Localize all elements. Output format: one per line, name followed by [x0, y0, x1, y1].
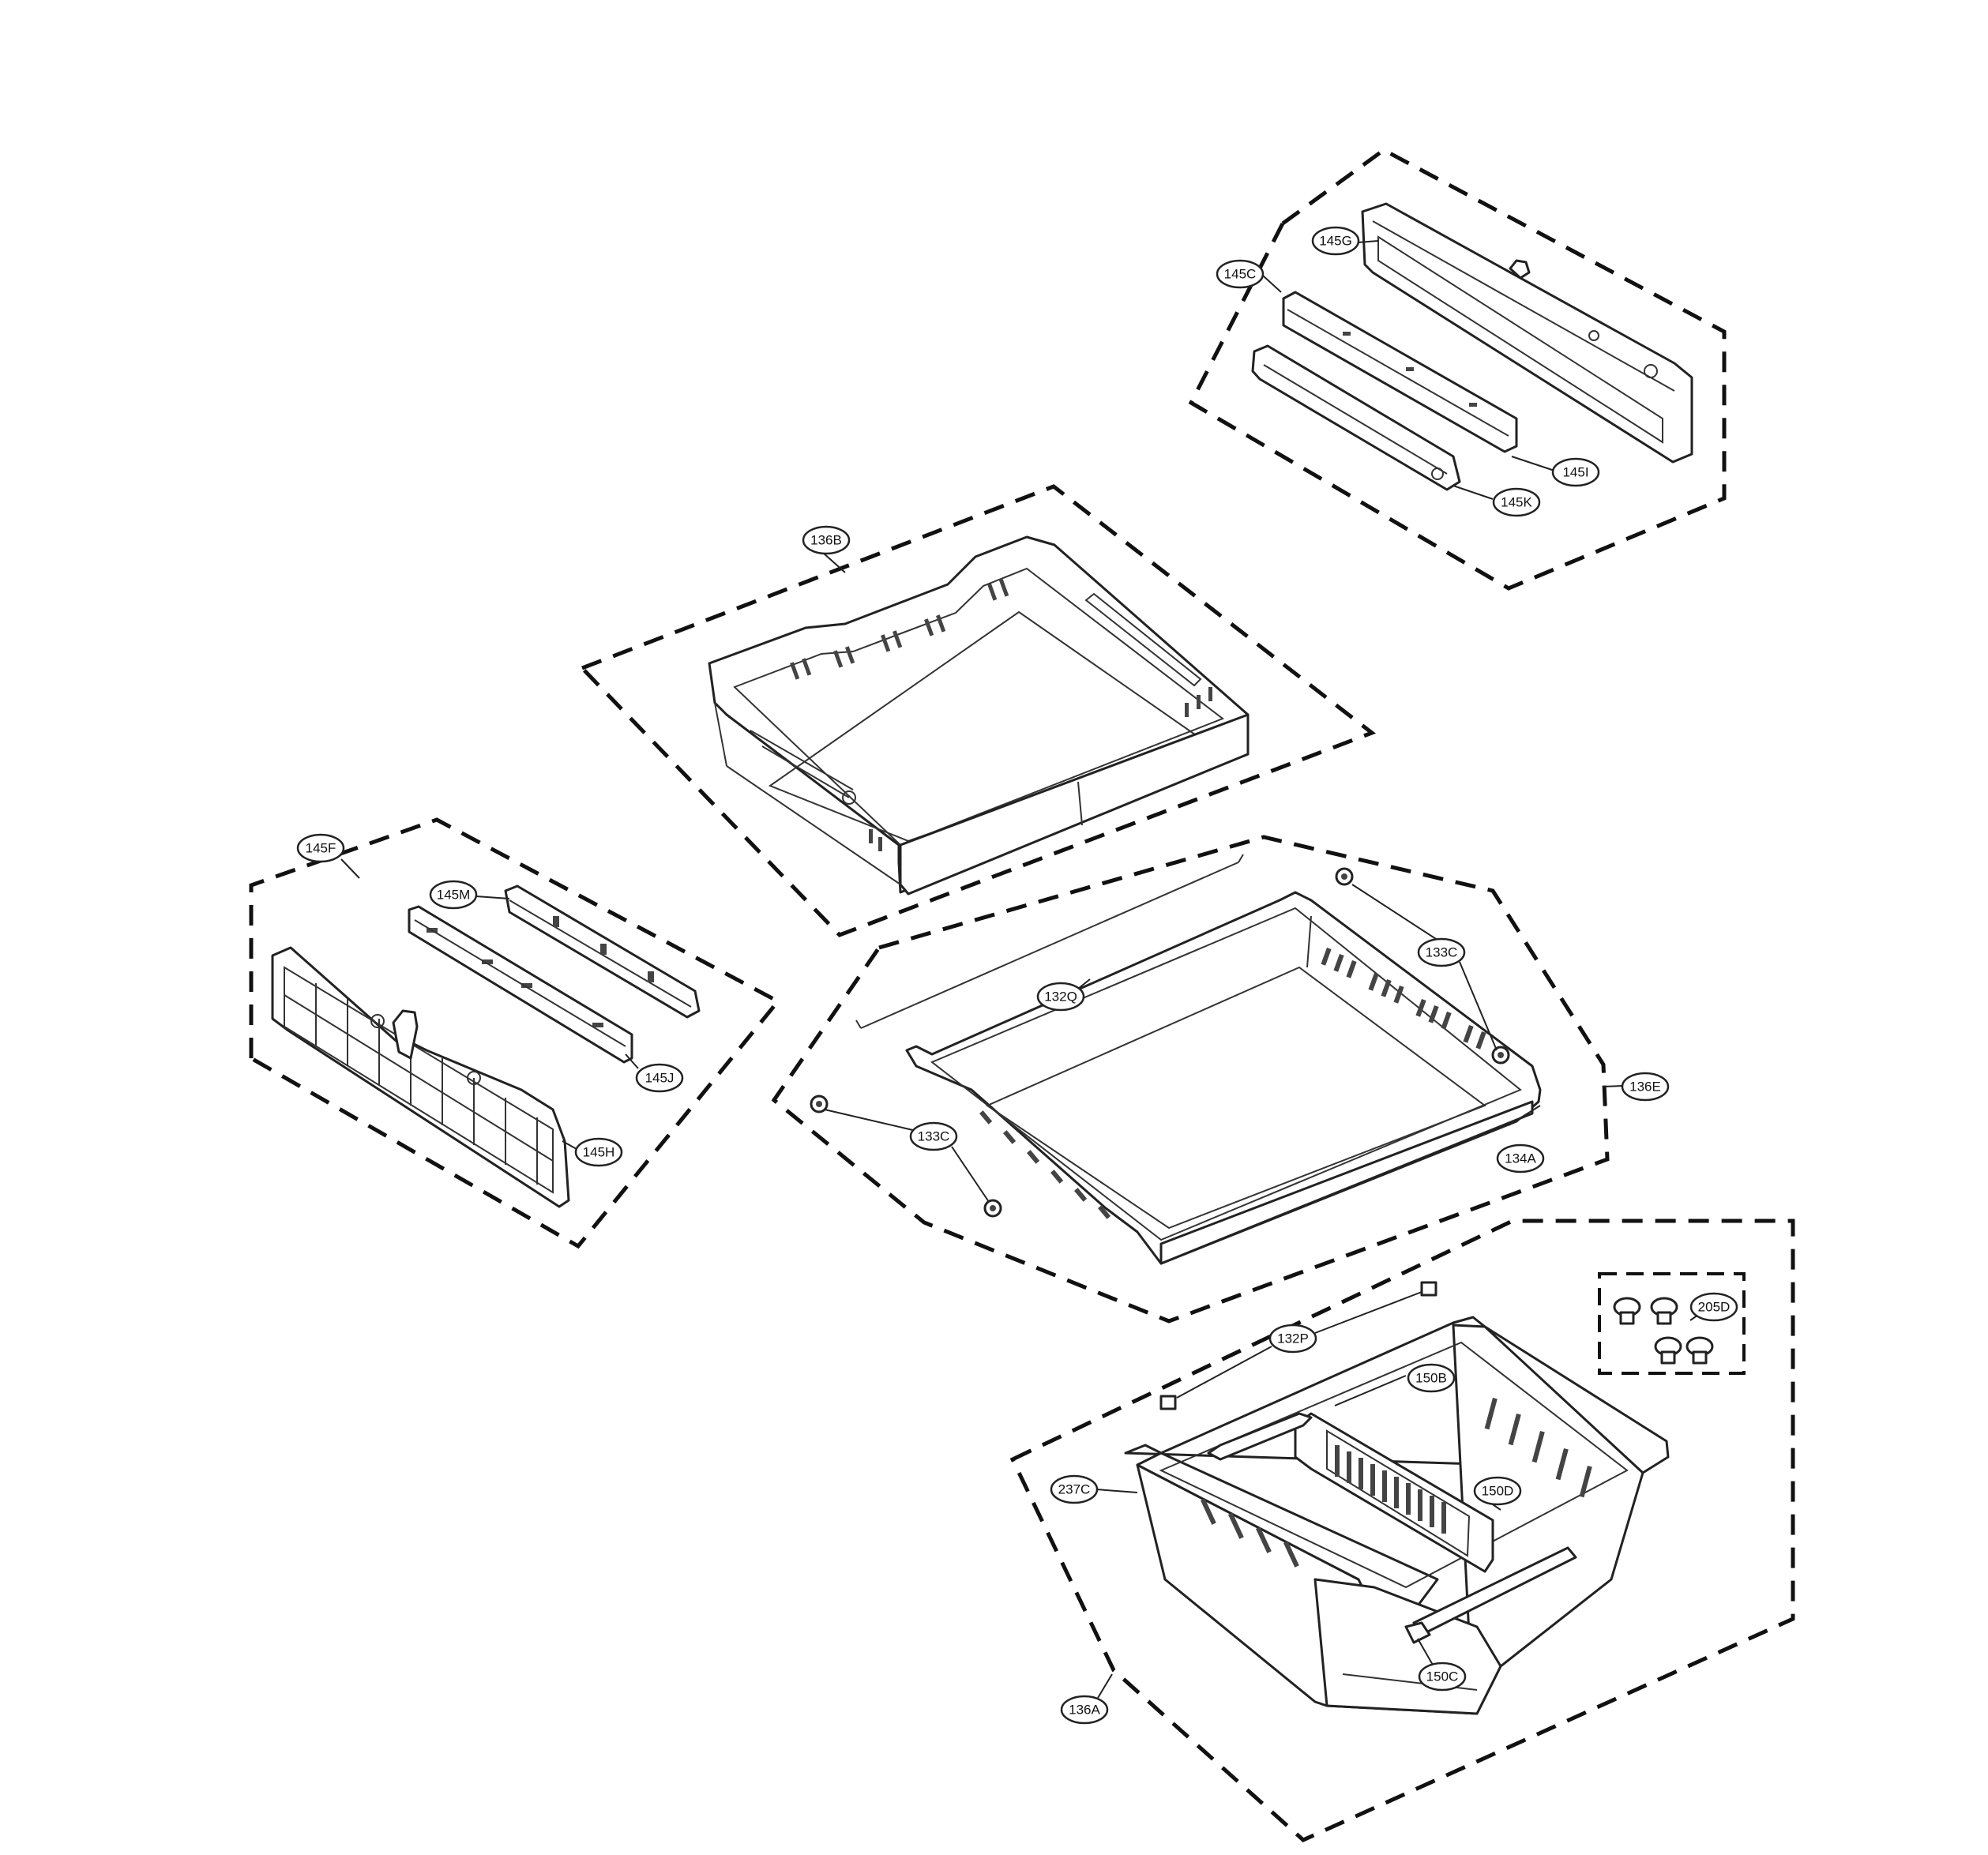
callout-145f [296, 833, 345, 863]
group-136b-upper-drawer: 136B [578, 484, 1377, 937]
boundary-145f [249, 817, 781, 1249]
callout-134a [1496, 1143, 1545, 1173]
inset-box-205d [1598, 1272, 1746, 1375]
leader-145g [1357, 240, 1379, 243]
part-136b-drawer [708, 535, 1250, 896]
leader-145k [1452, 485, 1494, 500]
leader-237c [1095, 1489, 1138, 1493]
slots-right-wall [1321, 948, 1486, 1050]
group-136e-middle-tray: 133C 133C 132Q 136E 134A [771, 835, 1670, 1324]
callout-205d [1689, 1292, 1738, 1322]
part-205d-caps [1613, 1297, 1714, 1365]
callout-label-205d: 205D [1698, 1300, 1731, 1315]
callout-label-136b: 136B [810, 533, 842, 548]
callout-label-132p: 132P [1277, 1331, 1309, 1346]
callout-150c [1418, 1662, 1467, 1692]
divider-grille-slots [1335, 1445, 1446, 1534]
callout-136b [802, 525, 851, 555]
callout-label-132q: 132Q [1044, 989, 1077, 1004]
callout-label-133c-top: 133C [1426, 945, 1458, 960]
boundary-136a [1009, 1219, 1795, 1842]
callout-label-145i: 145I [1562, 465, 1588, 480]
part-237c-basket [1124, 1316, 1670, 1715]
part-145m-rail-cover [504, 884, 701, 1019]
leader-150c [1417, 1638, 1434, 1667]
callout-133c-bottom [909, 1121, 958, 1151]
group-136a-bottom-basket: 205D 132P [1009, 1219, 1795, 1842]
callout-label-133c-bottom: 133C [918, 1129, 950, 1144]
leader-132q [1077, 978, 1091, 989]
part-134a-tray [905, 891, 1542, 1265]
callout-label-145j: 145J [645, 1071, 675, 1086]
part-132p-pads [1159, 1281, 1437, 1410]
leader-132p [1176, 1291, 1422, 1399]
callout-237c [1050, 1474, 1099, 1504]
leader-145j [625, 1053, 639, 1069]
leader-136e [1603, 1085, 1624, 1087]
group-145f-left-rail-assembly: 145F 145M 145J 145H [249, 817, 781, 1249]
callout-label-145k: 145K [1501, 495, 1532, 510]
leader-133c-top [1351, 884, 1498, 1051]
callout-132p [1268, 1324, 1317, 1354]
callout-label-134a: 134A [1505, 1151, 1536, 1166]
leader-136b [822, 552, 846, 573]
leader-145i [1511, 456, 1555, 471]
callout-136e [1621, 1072, 1670, 1102]
callout-145h [574, 1137, 623, 1167]
part-133c-screws [810, 867, 1510, 1218]
part-145i-slide-rail [1282, 291, 1518, 453]
callout-label-150d: 150D [1482, 1484, 1514, 1499]
slots-side-wall [869, 687, 1212, 851]
leader-145f [340, 858, 360, 879]
callout-label-145m: 145M [437, 888, 471, 903]
callout-label-136e: 136E [1629, 1080, 1661, 1095]
basket-wall-slots [1201, 1398, 1592, 1568]
part-145g-rail-bracket [1361, 202, 1693, 464]
callout-132q [1036, 982, 1085, 1012]
leader-133c-bottom [824, 1109, 990, 1203]
callout-150d [1473, 1476, 1522, 1506]
callout-label-145h: 145H [583, 1145, 615, 1160]
callout-145k [1492, 487, 1541, 517]
leader-145m [475, 896, 510, 899]
callout-145j [635, 1063, 684, 1093]
callout-145i [1551, 457, 1600, 487]
boundary-136b [578, 484, 1377, 937]
leader-145c [1262, 275, 1282, 293]
leader-136a [1097, 1673, 1113, 1699]
leader-134a [1508, 1105, 1541, 1126]
callout-145g [1311, 226, 1360, 256]
callout-label-150c: 150C [1426, 1669, 1459, 1684]
leader-145h [562, 1140, 577, 1150]
part-132q-wire [855, 854, 1244, 1029]
callout-150b [1407, 1363, 1456, 1393]
callout-label-145g: 145G [1319, 234, 1352, 249]
slots-back-wall [790, 579, 1009, 680]
callout-133c-top [1417, 937, 1466, 967]
callout-label-150b: 150B [1415, 1371, 1447, 1386]
part-145h-rail-frame [271, 946, 570, 1208]
callout-label-145f: 145F [306, 841, 336, 856]
callout-label-237c: 237C [1058, 1482, 1091, 1497]
group-145c-rail-assembly: 145C 145G 145I 145K [1188, 148, 1727, 591]
part-145j-slide-rail [408, 905, 633, 1064]
boundary-145c [1188, 148, 1727, 591]
group-205d-caps: 205D [1598, 1272, 1746, 1375]
leader-150b [1334, 1375, 1407, 1406]
slots-left-wall [979, 1110, 1111, 1219]
boundary-136e [771, 835, 1610, 1324]
callout-145m [429, 880, 478, 910]
callout-136a [1060, 1695, 1109, 1725]
callout-label-145c: 145C [1224, 267, 1257, 282]
callout-label-136a: 136A [1069, 1703, 1100, 1718]
callout-145c [1216, 259, 1265, 289]
